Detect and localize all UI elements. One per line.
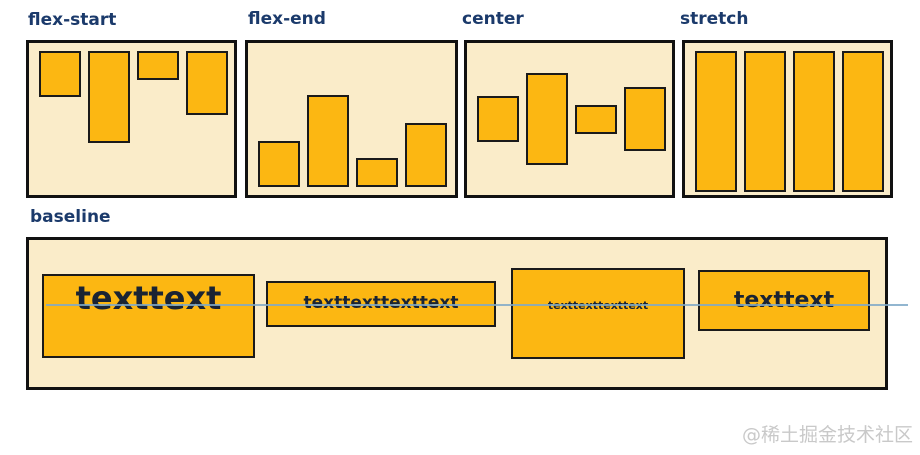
flex-item-bar [793, 51, 835, 192]
flex-item-bar [137, 51, 179, 80]
flex-item-bar [477, 96, 519, 142]
flex-item-bar [307, 95, 349, 187]
label-stretch: stretch [680, 9, 749, 29]
label-center: center [462, 9, 524, 29]
panel-baseline: texttext texttexttexttext texttexttextte… [26, 237, 888, 390]
baseline-item-3: texttexttexttext [511, 268, 685, 359]
flex-item-bar [575, 104, 617, 134]
flex-item-bar [405, 123, 447, 187]
label-baseline: baseline [30, 207, 111, 227]
flex-item-bar [39, 51, 81, 97]
flex-item-bar [842, 51, 884, 192]
baseline-item-1: texttext [42, 274, 255, 358]
baseline-item-4: texttext [698, 270, 870, 331]
flex-item-bar [526, 73, 568, 165]
panel-stretch [682, 40, 893, 198]
panel-flex-start [26, 40, 237, 198]
flex-item-bar [258, 141, 300, 187]
flex-item-bar [624, 87, 666, 151]
label-flex-end: flex-end [248, 9, 326, 29]
panel-flex-end [245, 40, 458, 198]
label-flex-start: flex-start [28, 10, 117, 30]
flex-item-bar [186, 51, 228, 115]
flex-item-bar [356, 158, 398, 187]
watermark: @稀土掘金技术社区 [741, 424, 913, 446]
flex-item-bar [744, 51, 786, 192]
flex-item-bar [88, 51, 130, 143]
baseline-guide-line [46, 304, 908, 306]
panel-center [464, 40, 675, 198]
flex-item-bar [695, 51, 737, 192]
